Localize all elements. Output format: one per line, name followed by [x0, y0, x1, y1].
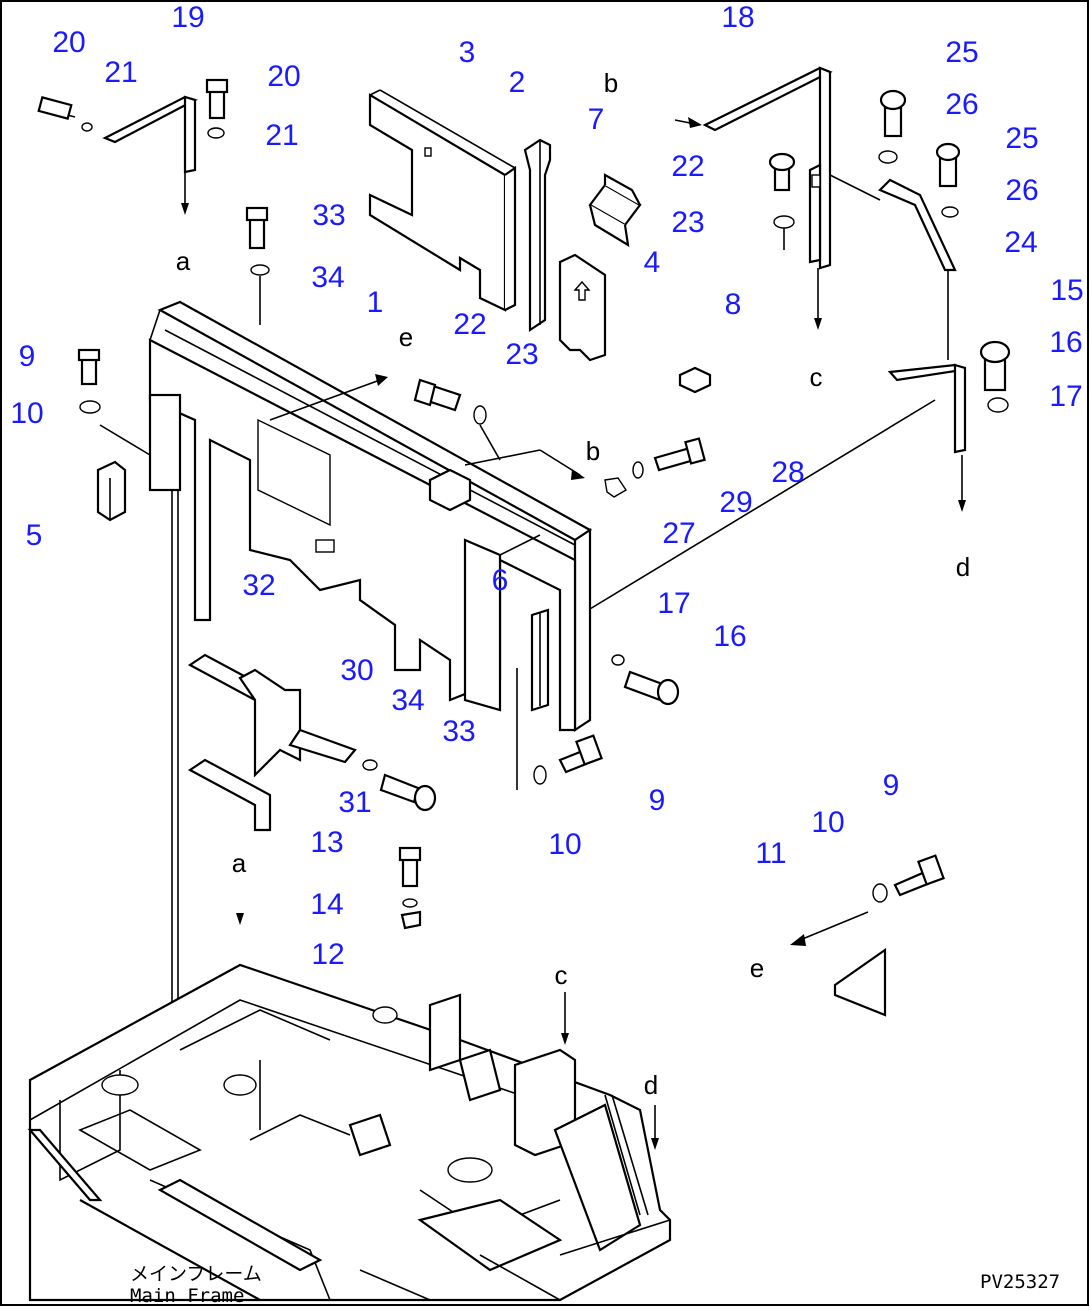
part-number-label: 34 — [311, 261, 344, 294]
part-number-label: 12 — [311, 938, 344, 971]
part-number-label: 2 — [509, 66, 526, 99]
reference-letter: b — [586, 436, 600, 466]
part-number-label: 10 — [10, 397, 43, 430]
part-number-label: 10 — [811, 806, 844, 839]
part-number-label: 9 — [19, 340, 36, 373]
part-number-label: 17 — [1049, 380, 1082, 413]
part-number-label: 21 — [104, 56, 137, 89]
part-number-label: 4 — [644, 246, 661, 279]
part-number-label: 34 — [391, 684, 424, 717]
part-number-label: 25 — [1005, 122, 1038, 155]
part-number-label: 25 — [945, 36, 978, 69]
part-number-label: 26 — [1005, 174, 1038, 207]
part-number-label: 33 — [442, 715, 475, 748]
part-number-label: 22 — [671, 150, 704, 183]
reference-letter: b — [604, 68, 618, 98]
part-number-label: 19 — [171, 1, 204, 34]
part-number-label: 28 — [771, 456, 804, 489]
part-number-label: 21 — [265, 119, 298, 152]
reference-letter: e — [750, 953, 764, 983]
part-number-label: 6 — [492, 564, 509, 597]
drawing-code: PV25327 — [980, 1271, 1060, 1293]
reference-letter: a — [232, 848, 247, 878]
part-number-label: 20 — [52, 26, 85, 59]
part-number-label: 10 — [548, 828, 581, 861]
part-number-label: 18 — [721, 1, 754, 34]
part-number-label: 13 — [310, 826, 343, 859]
part-number-label: 5 — [26, 519, 43, 552]
part-number-label: 26 — [945, 88, 978, 121]
reference-letter: c — [555, 960, 568, 990]
part-number-label: 9 — [883, 769, 900, 802]
reference-letter: a — [176, 246, 191, 276]
part-number-label: 16 — [1049, 326, 1082, 359]
part-number-label: 20 — [267, 60, 300, 93]
reference-letter: e — [399, 322, 413, 352]
part-number-label: 1 — [367, 286, 384, 319]
line-drawing — [27, 66, 1011, 1302]
part-number-label: 14 — [310, 888, 343, 921]
reference-letters: a a b b c c d d e e — [176, 68, 970, 1100]
reference-letter: d — [956, 552, 970, 582]
part-number-label: 15 — [1050, 274, 1083, 307]
part-number-label: 23 — [505, 338, 538, 371]
part-number-label: 16 — [713, 620, 746, 653]
caption-japanese: メインフレーム — [130, 1263, 262, 1285]
part-number-label: 8 — [725, 288, 742, 321]
part-number-label: 11 — [755, 837, 786, 870]
part-number-label: 33 — [312, 199, 345, 232]
part-number-label: 22 — [453, 308, 486, 341]
caption-english: Main Frame — [130, 1285, 244, 1307]
reference-letter: d — [644, 1070, 658, 1100]
part-number-label: 3 — [459, 36, 476, 69]
part-number-label: 27 — [662, 517, 695, 550]
part-number-label: 31 — [338, 786, 371, 819]
part-number-label: 30 — [340, 654, 373, 687]
part-number-label: 29 — [719, 486, 752, 519]
part-number-label: 9 — [649, 784, 666, 817]
part-number-label: 23 — [671, 206, 704, 239]
part-number-label: 32 — [242, 569, 275, 602]
part-number-label: 17 — [657, 587, 690, 620]
part-number-label: 7 — [588, 103, 605, 136]
reference-letter: c — [810, 362, 823, 392]
part-number-label: 24 — [1004, 226, 1037, 259]
